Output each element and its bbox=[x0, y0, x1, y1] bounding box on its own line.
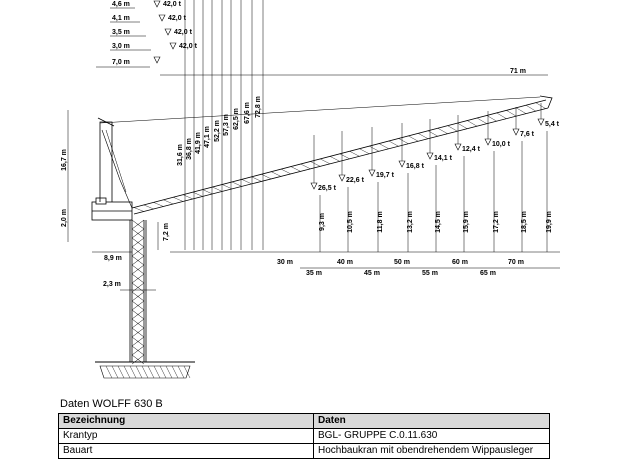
hook-height-label: 41,9 m bbox=[195, 132, 202, 154]
load-label: 16,8 t bbox=[406, 163, 425, 170]
hook-icon bbox=[512, 128, 520, 136]
table-caption: Daten WOLFF 630 B bbox=[60, 398, 163, 410]
hook-icon bbox=[153, 56, 161, 64]
top-load-label: 42,0 t bbox=[168, 15, 187, 22]
jib-height-label: 14,5 m bbox=[435, 211, 442, 233]
load-label: 19,7 t bbox=[376, 172, 395, 179]
radius-label: 40 m bbox=[337, 259, 353, 266]
table-cell: Bauart bbox=[58, 443, 314, 459]
table-row: Bauart Hochbaukran mit obendrehendem Wip… bbox=[58, 443, 550, 459]
hook-height-label: 47,1 m bbox=[204, 126, 211, 148]
radius-label: 30 m bbox=[277, 259, 293, 266]
radius-label: 65 m bbox=[480, 270, 496, 277]
hook-icon bbox=[426, 152, 434, 160]
column-header-bezeichnung: Bezeichnung bbox=[58, 413, 314, 429]
outreach-label: 3,0 m bbox=[112, 43, 130, 50]
column-header-daten: Daten bbox=[313, 413, 550, 429]
hook-icon bbox=[537, 118, 545, 126]
table-header-row: Bezeichnung Daten bbox=[58, 413, 550, 429]
hook-height-label: 67,6 m bbox=[244, 102, 251, 124]
max-radius-label: 71 m bbox=[510, 68, 526, 75]
jib-height-label: 9,3 m bbox=[319, 213, 326, 231]
load-label: 12,4 t bbox=[462, 146, 481, 153]
radius-label: 35 m bbox=[306, 270, 322, 277]
radius-label: 55 m bbox=[422, 270, 438, 277]
load-label: 26,5 t bbox=[318, 185, 337, 192]
hook-icon bbox=[153, 0, 161, 8]
tower bbox=[129, 219, 147, 365]
top-load-label: 42,0 t bbox=[163, 1, 182, 8]
outreach-label: 3,5 m bbox=[112, 29, 130, 36]
hook-icon bbox=[338, 174, 346, 182]
crane-diagram: 4,6 m 42,0 t 4,1 m 42,0 t 3,5 m 42,0 t 3,0 m 42… bbox=[61, 0, 560, 379]
hook-height-label: 31,6 m bbox=[177, 144, 184, 166]
hook-height-label: 62,5 m bbox=[233, 108, 240, 130]
hook-icon bbox=[454, 143, 462, 151]
hook-icon bbox=[368, 169, 376, 177]
spec-table: Bezeichnung Daten Krantyp BGL- GRUPPE C.… bbox=[58, 413, 550, 459]
hook-icon bbox=[169, 42, 177, 50]
top-load-label: 42,0 t bbox=[179, 43, 198, 50]
jib-height-label: 13,2 m bbox=[407, 211, 414, 233]
hook-icon bbox=[310, 182, 318, 190]
ground bbox=[95, 361, 195, 379]
top-load-label: 42,0 t bbox=[174, 29, 193, 36]
jib-height-label: 17,2 m bbox=[493, 211, 500, 233]
min-radius-label: 7,0 m bbox=[112, 59, 130, 66]
load-label: 14,1 t bbox=[434, 155, 453, 162]
table-cell: Hochbaukran mit obendrehendem Wippausleg… bbox=[313, 443, 550, 459]
table-cell: Krantyp bbox=[58, 428, 314, 444]
outreach-label: 4,1 m bbox=[112, 15, 130, 22]
hook-height-label: 36,8 m bbox=[186, 138, 193, 160]
hook-icon bbox=[164, 28, 172, 36]
table-cell: BGL- GRUPPE C.0.11.630 bbox=[313, 428, 550, 444]
hook-height-label: 72,8 m bbox=[255, 96, 262, 118]
base-offset-label: 2,0 m bbox=[61, 209, 68, 227]
hook-icon bbox=[158, 14, 166, 22]
radius-label: 70 m bbox=[508, 259, 524, 266]
radius-label: 60 m bbox=[452, 259, 468, 266]
table-row: Krantyp BGL- GRUPPE C.0.11.630 bbox=[58, 428, 550, 444]
jib-height-label: 19,9 m bbox=[546, 211, 553, 233]
jib-height-label: 18,5 m bbox=[521, 211, 528, 233]
tower-height-label: 16,7 m bbox=[61, 149, 68, 171]
load-label: 5,4 t bbox=[545, 121, 560, 128]
jib-height-label: 11,8 m bbox=[377, 211, 384, 232]
dimension-layer: 4,6 m 42,0 t 4,1 m 42,0 t 3,5 m 42,0 t 3,0 m 42… bbox=[61, 0, 560, 291]
tower-base-width-label: 8,9 m bbox=[104, 255, 122, 262]
radius-label: 45 m bbox=[364, 270, 380, 277]
hook-height-label: 57,3 m bbox=[223, 114, 230, 136]
radius-label: 50 m bbox=[394, 259, 410, 266]
hook-icon bbox=[484, 138, 492, 146]
outreach-label: 4,6 m bbox=[112, 1, 130, 8]
hook-height-label: 52,2 m bbox=[214, 120, 221, 142]
load-label: 10,0 t bbox=[492, 141, 511, 148]
load-label: 22,6 t bbox=[346, 177, 365, 184]
crane-deck bbox=[91, 96, 541, 221]
slew-height-label: 7,2 m bbox=[163, 223, 170, 241]
jib-height-label: 10,5 m bbox=[347, 211, 354, 233]
jib-height-label: 15,9 m bbox=[463, 211, 470, 233]
hook-icon bbox=[398, 160, 406, 168]
tower-width-label: 2,3 m bbox=[103, 281, 121, 288]
load-label: 7,6 t bbox=[520, 131, 535, 138]
